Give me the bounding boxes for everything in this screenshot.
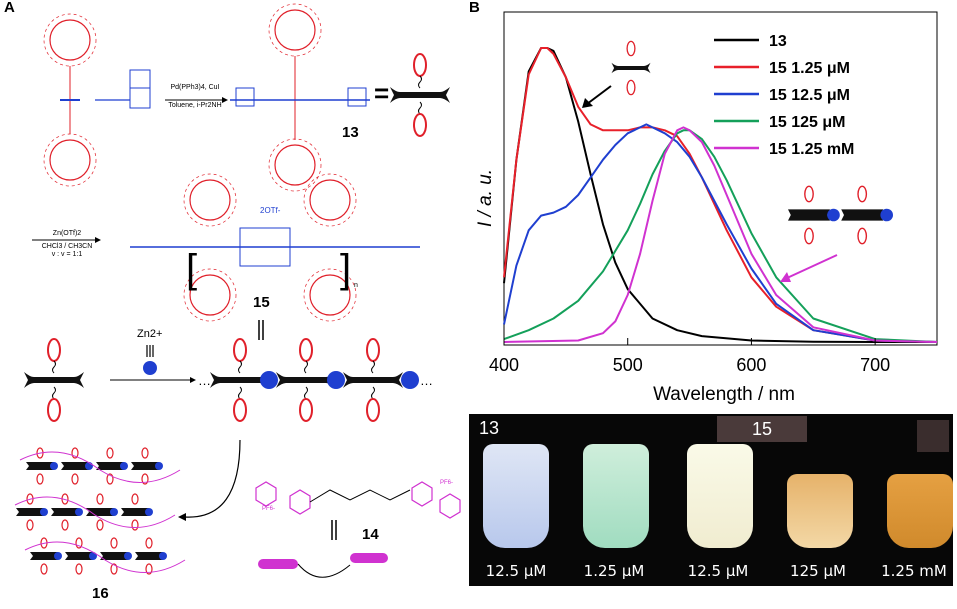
photo-label-13: 13 — [479, 418, 500, 438]
zn-ion-icon — [143, 361, 157, 375]
legend-label-2: 15 12.5 μM — [769, 87, 850, 104]
panel-a-label: A — [4, 0, 15, 16]
monomer-icon-13 — [389, 53, 451, 137]
monomer-icon — [23, 338, 85, 422]
compound-14-structure — [255, 481, 461, 519]
polymer-15-structure: [ ] — [130, 173, 420, 322]
emission-spectra-chart: 400 500 600 700 Wavelength / nm I / a. u. 1… — [475, 11, 938, 405]
vial-label-3: 12.5 μM — [687, 562, 749, 580]
vial-5 — [887, 474, 953, 548]
vial-4 — [787, 474, 853, 548]
series-line-2 — [503, 123, 938, 343]
series-line-4 — [503, 126, 938, 343]
x-tick-label-1: 500 — [613, 355, 643, 375]
series-line-1 — [503, 47, 938, 343]
step1-reagents-top: Pd(PPh3)4, CuI — [170, 84, 220, 91]
inset-arrow-2 — [786, 254, 838, 279]
vial-1 — [483, 444, 549, 548]
repeat-n: n — [354, 282, 358, 289]
legend-label-4: 15 1.25 mM — [769, 141, 854, 158]
inset-monomer-icon — [611, 40, 651, 96]
pf6-label-1: PF6- — [262, 506, 276, 512]
curved-arrow — [184, 439, 241, 518]
step2-reagent-2: CHCl3 / CH3CN — [41, 243, 93, 250]
step2-reagent-1: Zn(OTf)2 — [52, 230, 82, 237]
compound-14-cartoon — [258, 553, 388, 578]
compound-13-label: 13 — [342, 124, 359, 141]
plot-frame — [503, 11, 938, 346]
vial-label-5: 1.25 mM — [881, 562, 947, 580]
vial-label-1: 12.5 μM — [485, 562, 547, 580]
network-16 — [14, 447, 186, 575]
photo-label-15-box: 15 — [717, 416, 807, 442]
series-line-3 — [503, 129, 938, 343]
y-axis-label: I / a. u. — [475, 169, 496, 227]
vial-label-2: 1.25 μM — [583, 562, 645, 580]
zn-label: Zn2+ — [137, 328, 163, 340]
step1-reagents-bottom: Toluene, i-Pr2NH — [168, 102, 222, 109]
legend-label-1: 15 1.25 μM — [769, 60, 850, 77]
photo-dark-square — [917, 420, 949, 452]
svg-text:]: ] — [340, 247, 351, 291]
x-axis-label: Wavelength / nm — [653, 384, 795, 405]
panel-b-label: B — [469, 0, 480, 16]
vial-photo: 13 15 12.5 μM 1.25 μM 12.5 μM 125 μM 1.2… — [469, 414, 953, 586]
inset-chain-icon — [788, 185, 893, 245]
vial-2 — [583, 444, 649, 548]
bipyridine-arm-left — [95, 69, 151, 109]
svg-text:…: … — [198, 373, 211, 388]
vial-label-4: 125 μM — [790, 562, 846, 580]
compound-15-label: 15 — [253, 294, 270, 311]
vial-3 — [687, 444, 753, 548]
x-tick-label-2: 600 — [736, 355, 766, 375]
compound-14-label: 14 — [362, 526, 379, 543]
legend-label-3: 15 125 μM — [769, 114, 846, 131]
equals-sign: = — [374, 78, 390, 108]
compound-16-label: 16 — [92, 585, 109, 602]
pf6-label-2: PF6- — [440, 480, 454, 486]
crown-ether-top-left — [43, 13, 97, 187]
legend-label-0: 13 — [769, 33, 787, 50]
series-line-0 — [503, 47, 937, 343]
x-tick-label-0: 400 — [489, 355, 519, 375]
counterion-label: 2OTf- — [260, 206, 281, 215]
x-tick-label-3: 700 — [860, 355, 890, 375]
step2-reagent-3: v : v = 1:1 — [51, 251, 83, 258]
svg-text:[: [ — [186, 247, 197, 291]
product-13-structure — [230, 3, 370, 192]
supramolecular-chain: … … — [198, 338, 433, 422]
inset-arrow — [586, 85, 612, 105]
photo-label-15: 15 — [751, 419, 773, 439]
svg-text:…: … — [420, 373, 433, 388]
panel-a-scheme: [ ] … … — [14, 3, 461, 578]
